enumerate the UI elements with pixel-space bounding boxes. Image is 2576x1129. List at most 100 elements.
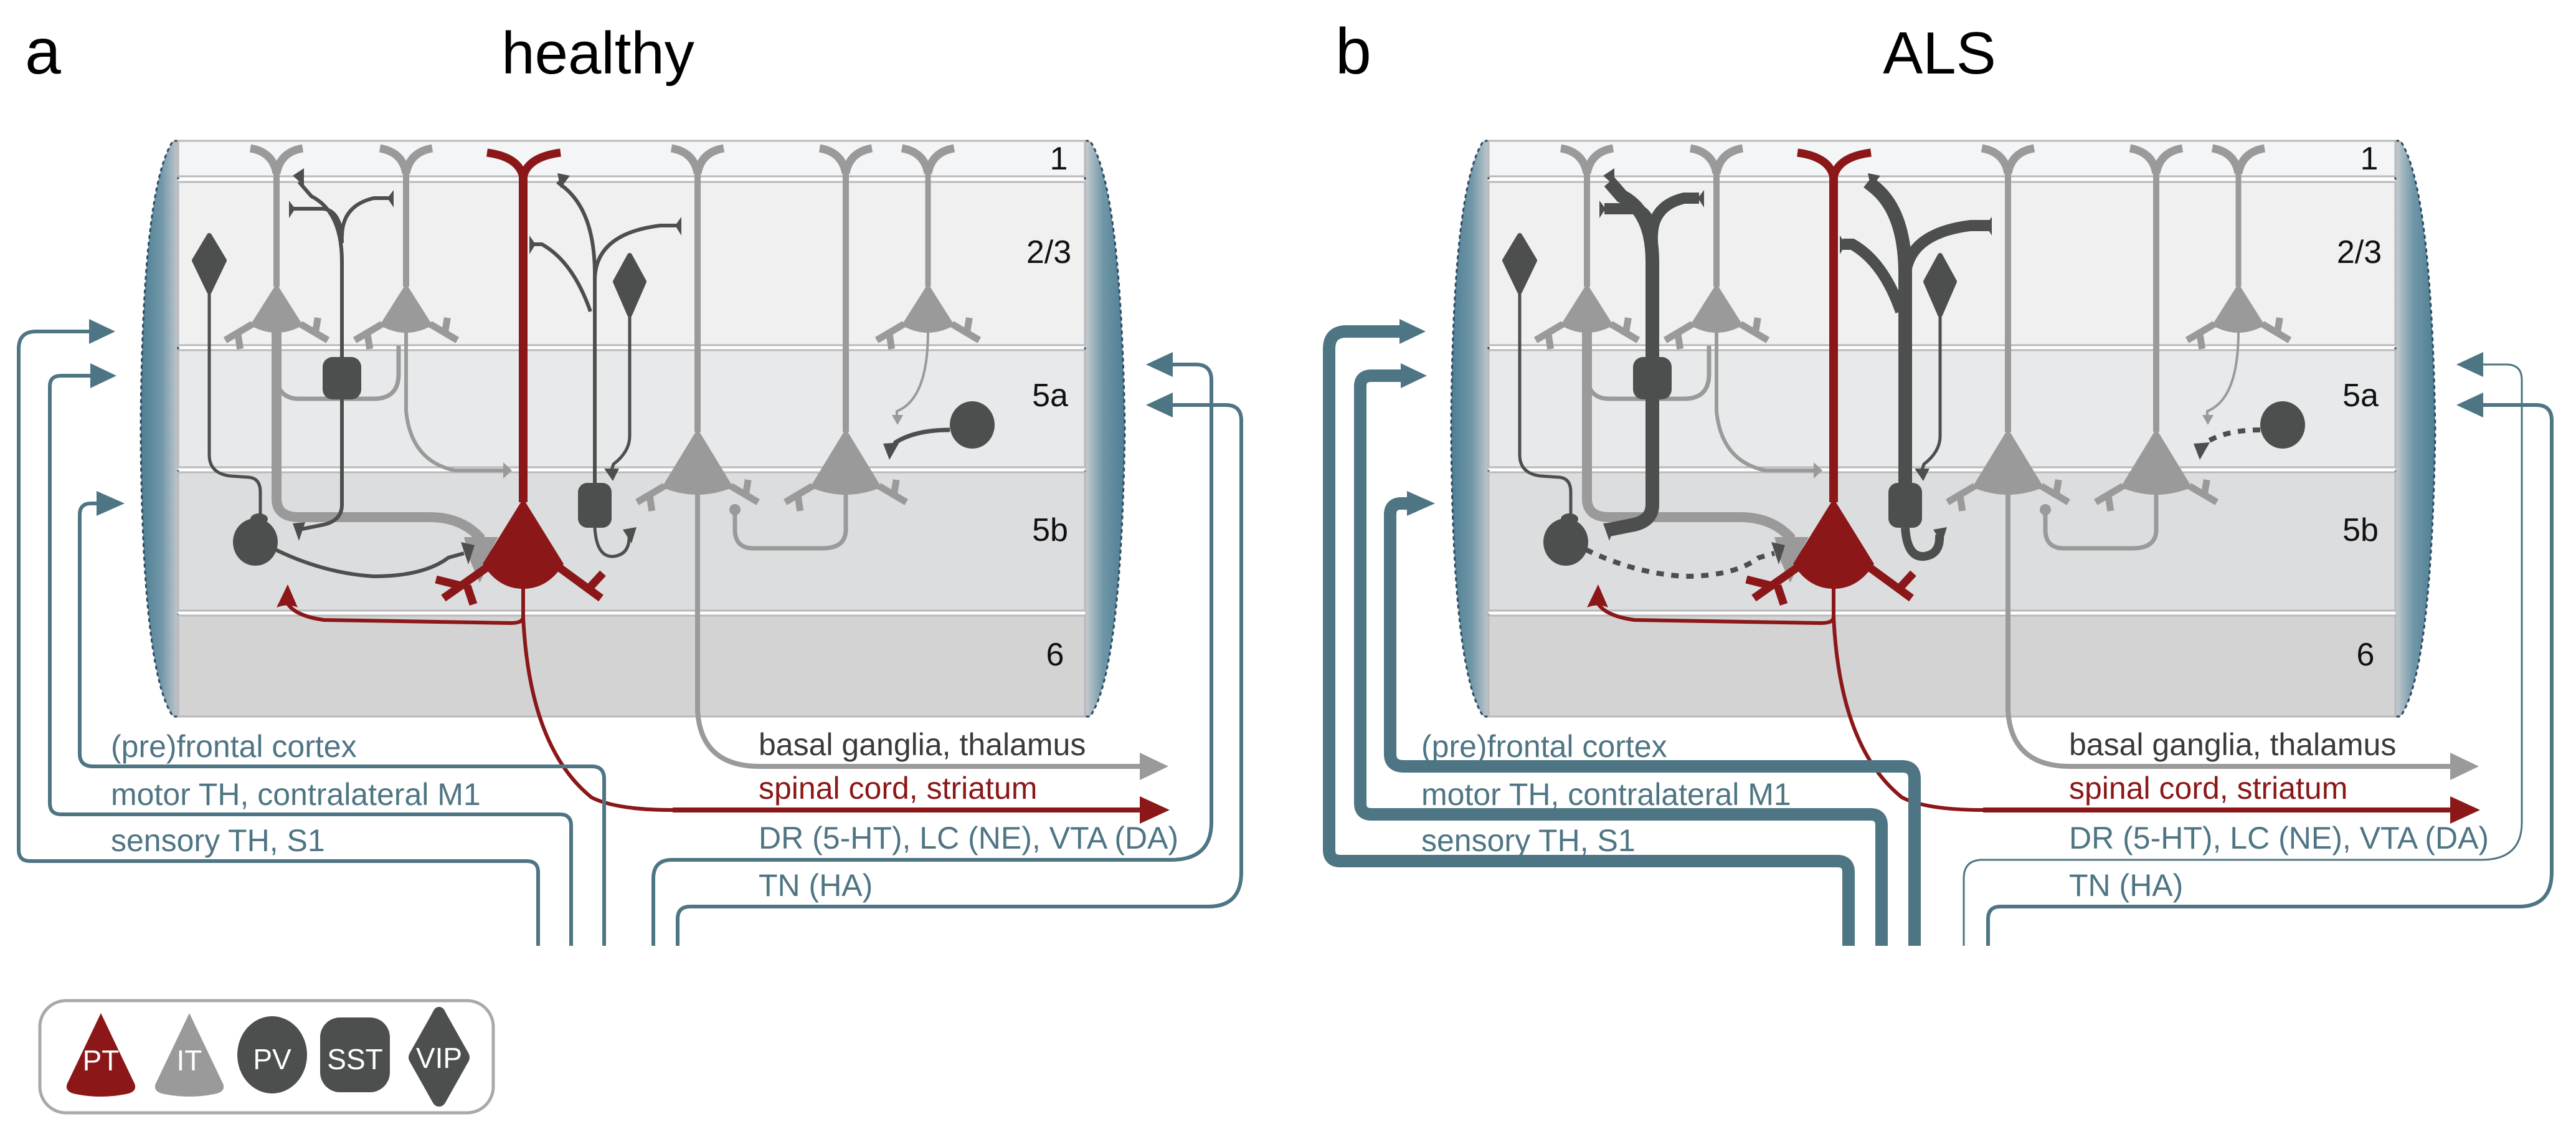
it-neuron-l23-1 bbox=[1533, 144, 1641, 350]
sst-axon-left-terminals bbox=[1599, 168, 1704, 218]
pv-neuron-left bbox=[1543, 518, 1588, 566]
neuromod-tract-tn bbox=[1986, 403, 2554, 946]
vip-axon-right bbox=[608, 315, 632, 474]
input-label: (pre)frontal cortex bbox=[1421, 729, 1667, 764]
layer-label: 6 bbox=[1046, 637, 1064, 673]
sst-axon-left-ascending bbox=[297, 181, 344, 357]
output-label-it: basal ganglia, thalamus bbox=[2069, 727, 2396, 762]
panel-letter: a bbox=[25, 16, 61, 88]
it-neuron-l23-1 bbox=[223, 144, 330, 350]
legend-sst-label: SST bbox=[327, 1043, 382, 1075]
input-arrow-prefrontal bbox=[97, 491, 125, 516]
panel-title: healthy bbox=[501, 20, 694, 87]
sst-neuron-right bbox=[1888, 483, 1922, 528]
it-neuron-l23-2 bbox=[1663, 144, 1770, 350]
it-recurrent-synapse bbox=[2040, 504, 2051, 515]
sst-axon-right-branch-1 bbox=[1900, 220, 1989, 281]
layer-label: 2/3 bbox=[2337, 234, 2382, 270]
sst-loop-synapse bbox=[1933, 527, 1947, 543]
pv-axon-to-it bbox=[889, 427, 950, 451]
it-synapse-l5a bbox=[892, 415, 903, 425]
it-soma bbox=[901, 283, 955, 333]
it-axon-recurrent bbox=[732, 493, 848, 551]
it-soma bbox=[379, 283, 433, 333]
pt-output-axon-thick bbox=[673, 807, 1146, 812]
layer-label: 2/3 bbox=[1026, 234, 1071, 270]
sst-axon-left-branch-2 bbox=[340, 196, 389, 237]
input-tract-prefrontal bbox=[1384, 497, 1921, 946]
layer-label: 5b bbox=[1032, 512, 1068, 548]
pt-basal-dendrites bbox=[435, 560, 606, 606]
input-tract-prefrontal bbox=[78, 502, 606, 946]
neuromod-label-tn: TN (HA) bbox=[759, 868, 873, 903]
layer-5a bbox=[177, 349, 1086, 469]
it-output-arrowhead bbox=[2450, 753, 2479, 780]
cortex-left-edge bbox=[1450, 140, 1490, 718]
pv-synapse-on-pt bbox=[461, 542, 475, 564]
it-neuron-l23-3 bbox=[874, 144, 982, 350]
panel-letter: b bbox=[1335, 16, 1371, 88]
sst-axon-right-loop bbox=[1901, 527, 1944, 561]
pt-output-arrowhead bbox=[1140, 796, 1170, 824]
pv-axon-to-pt bbox=[274, 548, 465, 579]
it-soma bbox=[2120, 429, 2192, 495]
neuromod-label-tn: TN (HA) bbox=[2069, 868, 2183, 903]
input-label: (pre)frontal cortex bbox=[111, 729, 357, 764]
pt-recurrent-synapse bbox=[277, 584, 298, 607]
sst-axon-right-loop bbox=[593, 527, 631, 558]
it-neuron-l5a-2 bbox=[2094, 144, 2218, 512]
neuromod-label-dr: DR (5-HT), LC (NE), VTA (DA) bbox=[2069, 821, 2489, 855]
it-basal-dendrites bbox=[1533, 317, 1641, 350]
legend-pv-shape bbox=[237, 1016, 307, 1093]
sst-loop-synapse bbox=[623, 527, 637, 543]
pv-synapse-on-pt bbox=[1771, 542, 1785, 564]
it-output-axon bbox=[695, 493, 1146, 769]
legend-pv-label: PV bbox=[253, 1043, 291, 1075]
neuromod-arrow-tn bbox=[2456, 393, 2483, 417]
vip-axon-left bbox=[1518, 292, 1573, 520]
vip-synapse-on-sst bbox=[1915, 469, 1930, 481]
it-soma bbox=[661, 429, 734, 495]
it-output-arrowhead bbox=[1140, 753, 1168, 780]
it-soma bbox=[1972, 429, 2044, 495]
it-synapse-on-pt-dendrite bbox=[503, 462, 512, 479]
pv-axon-to-pt bbox=[1584, 547, 1776, 579]
legend-it-label: IT bbox=[177, 1044, 202, 1077]
pv-axon-to-it bbox=[2200, 427, 2261, 451]
layer-5a bbox=[1487, 349, 2397, 469]
it-basal-dendrites bbox=[1946, 479, 2070, 512]
pv-synapse-on-it bbox=[883, 442, 899, 460]
pv-neuron-right bbox=[2260, 401, 2305, 449]
it-neuron-l5a-1 bbox=[1946, 144, 2070, 512]
it-axon-l23-2 bbox=[404, 331, 503, 472]
pv-neuron-right bbox=[950, 401, 995, 449]
input-tract-sensory bbox=[17, 330, 540, 946]
it-axon-l23-3 bbox=[896, 331, 929, 419]
it-axon-l23-loop bbox=[1584, 346, 1712, 401]
it-neuron-l5a-2 bbox=[784, 144, 908, 512]
pt-soma bbox=[1793, 498, 1874, 589]
input-arrow-sensory bbox=[1399, 319, 1426, 344]
it-soma bbox=[810, 429, 882, 495]
cortex-right-edge bbox=[2394, 140, 2436, 718]
layer-label: 5a bbox=[1032, 378, 1068, 414]
input-tract-motor bbox=[48, 374, 573, 946]
cell-type-legend: PT IT PV SST VIP bbox=[38, 999, 495, 1115]
pt-output-arrowhead bbox=[2450, 796, 2480, 824]
neuromod-arrow-tn bbox=[1146, 393, 1173, 417]
vip-synapse-on-sst bbox=[604, 469, 619, 481]
it-neuron-l23-2 bbox=[353, 144, 460, 350]
it-soma bbox=[1690, 283, 1743, 333]
layer-label: 1 bbox=[2361, 141, 2379, 177]
neuromod-tract-dr-lc-vta bbox=[651, 363, 1213, 946]
pt-neuron bbox=[1587, 148, 2480, 824]
it-axon-l23-2 bbox=[1715, 331, 1814, 472]
layer-label: 5b bbox=[2342, 512, 2379, 548]
input-arrow-motor bbox=[90, 363, 116, 388]
layer-label: 5a bbox=[2342, 378, 2379, 414]
output-label-pt: spinal cord, striatum bbox=[759, 771, 1037, 806]
input-label: motor TH, contralateral M1 bbox=[111, 777, 481, 812]
